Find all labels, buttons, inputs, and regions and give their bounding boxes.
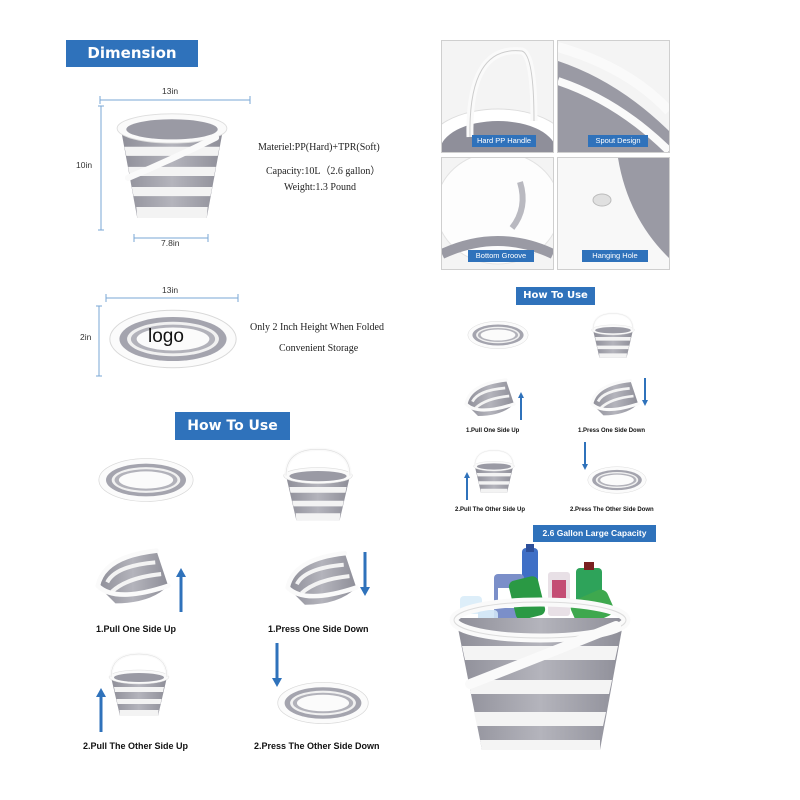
spec-material: Materiel:PP(Hard)+TPR(Soft): [258, 142, 380, 153]
arrow-up-icon: [518, 392, 524, 420]
top-width-dimension-line: [99, 96, 251, 104]
arrow-down-icon: [642, 378, 648, 406]
small-step-label-press-other-side-down: 2.Press The Other Side Down: [570, 507, 654, 513]
small-step-label-press-one-side-down: 1.Press One Side Down: [578, 428, 646, 434]
feature-photo-groove: Bottom Groove: [441, 157, 554, 270]
small-step-image-ring: [466, 316, 530, 354]
folded-height-label: 2in: [80, 332, 92, 342]
step-image-pull-other-side: [104, 636, 174, 738]
step-label-pull-one-side-up: 1.Pull One Side Up: [96, 624, 177, 634]
spec-capacity: Capacity:10L（2.6 gallon）: [266, 166, 381, 177]
dimension-height-label: 10in: [76, 160, 93, 170]
logo-placeholder: logo: [148, 326, 184, 347]
step-image-press-down: [282, 540, 362, 618]
step-image-folded-ring: [275, 676, 371, 730]
step-image-bucket-open: [278, 432, 358, 542]
folded-height-dimension-line: [96, 305, 102, 377]
capacity-banner: 2.6 Gallon Large Capacity: [533, 525, 656, 542]
small-step-image-pull-up: [462, 372, 518, 424]
dimension-width-top-label: 13in: [162, 86, 179, 96]
folded-width-dimension-line: [105, 294, 239, 302]
bottom-width-dimension-line: [133, 234, 209, 242]
small-step-label-pull-other-side-up: 2.Pull The Other Side Up: [455, 507, 526, 513]
feature-label-groove: Bottom Groove: [468, 250, 534, 262]
how-to-use-title-large: How To Use: [175, 412, 290, 440]
arrow-up-icon: [176, 568, 186, 612]
dimension-width-bottom-label: 7.8in: [161, 238, 180, 248]
small-step-image-pull-other-side: [470, 440, 518, 506]
feature-label-spout: Spout Design: [588, 135, 648, 147]
small-step-label-pull-one-side-up: 1.Pull One Side Up: [466, 428, 520, 434]
arrow-down-icon: [272, 643, 282, 687]
small-step-image-bucket: [588, 302, 638, 372]
feature-photo-spout: Spout Design: [557, 40, 670, 153]
how-to-use-title-small: How To Use: [516, 287, 595, 305]
feature-label-hanging-hole: Hanging Hole: [582, 250, 648, 262]
small-step-image-press-down: [588, 372, 642, 424]
step-image-flat-ring: [96, 454, 196, 506]
small-step-image-folded-ring: [586, 462, 648, 498]
capacity-bucket-photo: [449, 544, 631, 750]
dimension-title: Dimension: [66, 40, 198, 67]
arrow-up-icon: [96, 688, 106, 732]
arrow-down-icon: [360, 552, 370, 596]
step-image-pull-up: [92, 538, 174, 616]
feature-label-handle: Hard PP Handle: [472, 135, 536, 147]
feature-photo-hanging-hole: Hanging Hole: [557, 157, 670, 270]
arrow-down-icon: [582, 442, 588, 470]
bucket-dimension-image: [108, 100, 236, 230]
height-dimension-line: [98, 105, 104, 231]
step-label-press-other-side-down: 2.Press The Other Side Down: [254, 741, 380, 751]
arrow-up-icon: [464, 472, 470, 500]
step-label-press-one-side-down: 1.Press One Side Down: [268, 624, 369, 634]
feature-photo-handle: Hard PP Handle: [441, 40, 554, 153]
spec-weight: Weight:1.3 Pound: [284, 182, 356, 193]
folded-note-height: Only 2 Inch Height When Folded: [250, 322, 384, 333]
step-label-pull-other-side-up: 2.Pull The Other Side Up: [83, 741, 189, 751]
folded-note-storage: Convenient Storage: [279, 343, 359, 354]
folded-width-label: 13in: [162, 285, 179, 295]
